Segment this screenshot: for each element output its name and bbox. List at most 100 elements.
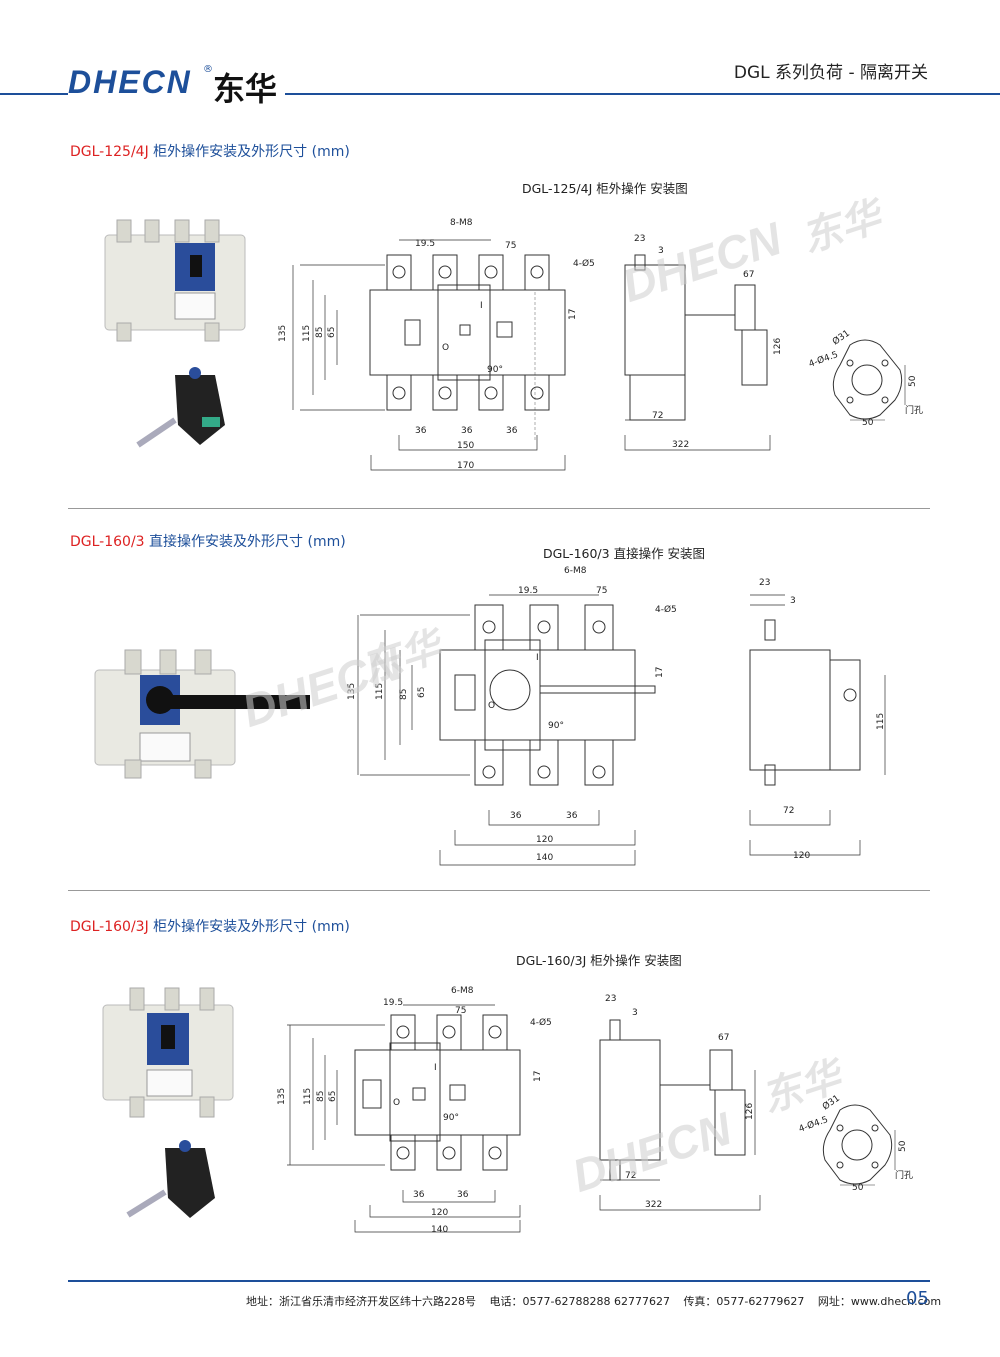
dim-label: 135 xyxy=(278,325,288,342)
dim-label: 72 xyxy=(783,806,794,816)
dim-label: 90° xyxy=(487,365,503,375)
dim-label: 23 xyxy=(759,578,770,588)
dim-label: 36 xyxy=(506,426,518,436)
page-number: 05 xyxy=(906,1288,929,1309)
dim-label: 36 xyxy=(415,426,427,436)
dim-label: 72 xyxy=(652,411,663,421)
dim-label: 36 xyxy=(413,1190,425,1200)
dim-label: 140 xyxy=(536,853,553,863)
section-desc: 柜外操作安装及外形尺寸 (mm) xyxy=(148,919,350,935)
dim-label: 75 xyxy=(505,241,516,251)
dim-label: 3 xyxy=(632,1008,638,1018)
dim-label: 门孔 xyxy=(905,404,923,416)
dim-label: 75 xyxy=(596,586,607,596)
registered-mark: ® xyxy=(203,64,213,75)
dim-label: O xyxy=(488,701,495,711)
header-rule-left xyxy=(0,93,68,95)
dim-label: 17 xyxy=(568,309,578,320)
dim-label: 75 xyxy=(455,1006,466,1016)
dim-label: 90° xyxy=(548,721,564,731)
dim-label: 4-Ø4.5 xyxy=(807,349,839,370)
drawing-caption-2: DGL-160/3 直接操作 安装图 xyxy=(543,546,706,561)
dim-label: 65 xyxy=(417,687,427,698)
drawing-caption-3: DGL-160/3J 柜外操作 安装图 xyxy=(516,953,682,968)
dim-label: 135 xyxy=(347,683,357,700)
dim-label: 322 xyxy=(672,440,689,450)
dim-label: 115 xyxy=(876,713,886,730)
dim-label: 19.5 xyxy=(415,239,435,249)
dim-label: 6-M8 xyxy=(564,566,587,576)
dim-label: 150 xyxy=(457,441,474,451)
dim-label: 72 xyxy=(625,1171,636,1181)
drawing-caption-1: DGL-125/4J 柜外操作 安装图 xyxy=(522,181,688,196)
footer-phone: 电话：0577-62788288 62777627 xyxy=(489,1295,670,1308)
product-photo-switch-1 xyxy=(104,219,246,342)
product-photo-switch-3 xyxy=(102,987,234,1118)
dim-label: 36 xyxy=(510,811,522,821)
dim-label: 67 xyxy=(743,270,754,280)
front-view-drawing-3: 6-M8 19.5 75 4-Ø5 135 115 85 65 17 90° 3… xyxy=(277,986,552,1235)
dim-label: 65 xyxy=(328,1091,338,1102)
section-title-3: DGL-160/3J 柜外操作安装及外形尺寸 (mm) xyxy=(70,916,350,936)
footer-website[interactable]: 网址：www.dhecn.com xyxy=(817,1295,942,1308)
dim-label: 4-Ø5 xyxy=(655,604,677,615)
header-rule-right xyxy=(285,93,1000,95)
dim-label: 120 xyxy=(431,1208,448,1218)
dim-label: 115 xyxy=(375,683,385,700)
dim-label: 120 xyxy=(793,851,810,861)
dim-label: 8-M8 xyxy=(450,218,473,228)
dim-label: 17 xyxy=(533,1071,543,1082)
section-title-1: DGL-125/4J 柜外操作安装及外形尺寸 (mm) xyxy=(70,141,350,161)
dim-label: I xyxy=(434,1063,437,1073)
dim-label: 85 xyxy=(316,1091,326,1102)
dim-label: 36 xyxy=(566,811,578,821)
dim-label: 50 xyxy=(862,418,874,428)
footer-contact: 地址：浙江省乐清市经济开发区纬十六路228号 电话：0577-62788288 … xyxy=(246,1293,951,1309)
dim-label: 115 xyxy=(302,325,312,342)
dim-label: 322 xyxy=(645,1200,662,1210)
dim-label: 36 xyxy=(457,1190,469,1200)
page-header: DHECN ® 东华 DGL 系列负荷 - 隔离开关 xyxy=(0,0,1000,110)
side-view-drawing-1: 23 3 67 126 72 322 xyxy=(624,234,783,451)
model-name: DGL-160/3 xyxy=(70,534,145,550)
dim-label: 85 xyxy=(399,689,409,700)
side-view-drawing-2: 23 3 115 72 120 xyxy=(749,578,886,861)
front-view-drawing-1: 8-M8 19.5 75 4-Ø5 135 115 85 65 17 90° 3… xyxy=(278,218,595,471)
dim-label: 120 xyxy=(536,835,553,845)
dim-label: 4-Ø4.5 xyxy=(797,1114,829,1135)
dim-label: 65 xyxy=(327,327,337,338)
front-view-drawing-2: 6-M8 19.5 75 4-Ø5 135 115 85 65 17 90° 3… xyxy=(347,566,677,866)
dim-label: 4-Ø5 xyxy=(530,1017,552,1028)
footer-address: 地址：浙江省乐清市经济开发区纬十六路228号 xyxy=(246,1295,476,1308)
dim-label: 50 xyxy=(908,375,918,387)
brand-logo-cn: 东华 xyxy=(213,70,278,108)
dim-label: 3 xyxy=(658,246,664,256)
dim-label: 115 xyxy=(303,1088,313,1105)
product-photo-handle-1 xyxy=(136,367,225,448)
model-name: DGL-125/4J xyxy=(70,144,149,160)
dim-label: Ø31 xyxy=(830,328,852,348)
dim-label: 135 xyxy=(277,1088,287,1105)
dim-label: I xyxy=(536,653,539,663)
dim-label: 126 xyxy=(745,1103,755,1120)
section-title-2: DGL-160/3 直接操作安装及外形尺寸 (mm) xyxy=(70,531,346,551)
dim-label: 23 xyxy=(605,994,616,1004)
dim-label: 19.5 xyxy=(383,998,403,1008)
footer-fax: 传真：0577-62779627 xyxy=(683,1295,805,1308)
dim-label: 90° xyxy=(443,1113,459,1123)
side-view-drawing-3: 23 3 67 126 72 322 xyxy=(599,994,761,1211)
dim-label: 50 xyxy=(898,1140,908,1152)
dim-label: 3 xyxy=(790,596,796,606)
section-desc: 直接操作安装及外形尺寸 (mm) xyxy=(144,534,346,550)
document-title: DGL 系列负荷 - 隔离开关 xyxy=(733,63,928,83)
dim-label: I xyxy=(480,301,483,311)
dim-label: 170 xyxy=(457,461,474,471)
dim-label: 140 xyxy=(431,1225,448,1235)
footer-rule xyxy=(68,1280,930,1282)
dim-label: 50 xyxy=(852,1183,864,1193)
dim-label: 67 xyxy=(718,1033,729,1043)
product-photo-handle-3 xyxy=(126,1140,215,1218)
dim-label: O xyxy=(442,343,449,353)
dim-label: 126 xyxy=(773,338,783,355)
dim-label: 36 xyxy=(461,426,473,436)
